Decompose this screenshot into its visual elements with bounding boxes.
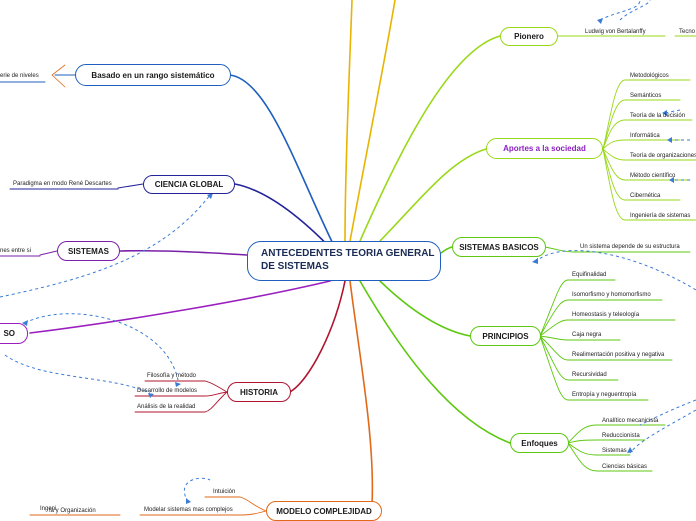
- leaf-aportes-2: Teoría de la decisión: [630, 113, 686, 119]
- leaf-aportes-5: Método científico: [630, 173, 676, 179]
- node-rango-sistematico[interactable]: Basado en un rango sistemático: [75, 64, 231, 86]
- node-ciencia-global[interactable]: CIENCIA GLOBAL: [143, 175, 235, 194]
- branch-principios: [379, 280, 471, 337]
- leaf-estructura: Un sistema depende de su estructura: [580, 244, 680, 250]
- leaf-historia-0: Filosofía y método: [147, 373, 197, 379]
- leaf-principios-4: Realimentación positiva y negativa: [572, 352, 665, 358]
- branch-sistemas: [119, 249, 248, 256]
- branch-enfoques: [359, 280, 511, 444]
- leaf-principios-2: Homeostasis y teleología: [572, 312, 640, 318]
- leaf-principios-6: Entropía y neguentropía: [572, 392, 637, 398]
- leaf-enfoques-2: Sistemas: [602, 448, 627, 454]
- branch-historia: [289, 280, 346, 393]
- node-sistemas[interactable]: SISTEMAS: [57, 241, 120, 261]
- leaf-principios-1: Isomorfismo y homomorfismo: [572, 292, 651, 298]
- leaf-complejidad-2: ía y Organización: [49, 508, 96, 514]
- leaf-enfoques-3: Ciencias básicas: [602, 464, 648, 470]
- node-uso[interactable]: SO: [0, 323, 28, 344]
- branch-pionero: [359, 35, 501, 242]
- leaf-tecno: Tecno: [679, 29, 696, 35]
- leaf-complejidad-0: Intuición: [213, 489, 236, 495]
- node-historia[interactable]: HISTORIA: [227, 382, 291, 402]
- branch-rango: [229, 74, 341, 259]
- branch-complejidad: [349, 280, 374, 506]
- leaf-aportes-7: Ingeniería de sistemas: [630, 213, 691, 219]
- leaf-aportes-4: Teoría de organizaciones: [630, 153, 696, 159]
- leaf-paradigma: Paradigma en modo René Descartes: [13, 181, 112, 187]
- leaf-bertalanffy: Ludwig von Bertalanffy: [585, 29, 646, 35]
- leaf-complejidad-partial: Ingeni: [40, 506, 57, 512]
- leaf-historia-2: Análisis de la realidad: [137, 404, 196, 410]
- node-pionero[interactable]: Pionero: [500, 27, 558, 46]
- branch-basicos: [440, 246, 453, 254]
- node-modelo-complejidad[interactable]: MODELO COMPLEJIDAD: [266, 501, 382, 521]
- leaf-aportes-0: Metodológicos: [630, 73, 669, 79]
- node-sistemas-basicos[interactable]: SISTEMAS BASICOS: [452, 237, 546, 257]
- leaf-serie-niveles: erie de niveles: [0, 73, 39, 79]
- leaf-aportes-1: Semánticos: [630, 93, 662, 99]
- branch-aportes: [379, 148, 487, 242]
- leaf-enfoques-1: Reduccionista: [602, 433, 640, 439]
- branch-up-2: [349, 0, 396, 242]
- leaf-aportes-6: Cibernética: [630, 193, 661, 199]
- leaf-enfoques-0: Analítico mecanicista: [602, 418, 659, 424]
- node-principios[interactable]: PRINCIPIOS: [470, 326, 541, 346]
- leaf-principios-0: Equifinalidad: [572, 272, 607, 278]
- leaf-relaciones: nes entre si: [0, 248, 32, 254]
- leaf-aportes-3: Informática: [630, 133, 660, 139]
- central-topic[interactable]: ANTECEDENTES TEORIA GENERAL DE SISTEMAS: [247, 241, 441, 281]
- branch-up-1: [344, 0, 353, 242]
- leaf-historia-1: Desarrollo de modelos: [137, 388, 198, 394]
- leaf-complejidad-1: Modelar sistemas mas complejos: [144, 507, 233, 513]
- node-enfoques[interactable]: Enfoques: [510, 433, 569, 453]
- branch-uso: [29, 280, 331, 334]
- node-aportes-sociedad[interactable]: Aportes a la sociedad: [486, 138, 603, 159]
- leaf-principios-5: Recursividad: [572, 372, 607, 378]
- leaf-principios-3: Caja negra: [572, 332, 602, 338]
